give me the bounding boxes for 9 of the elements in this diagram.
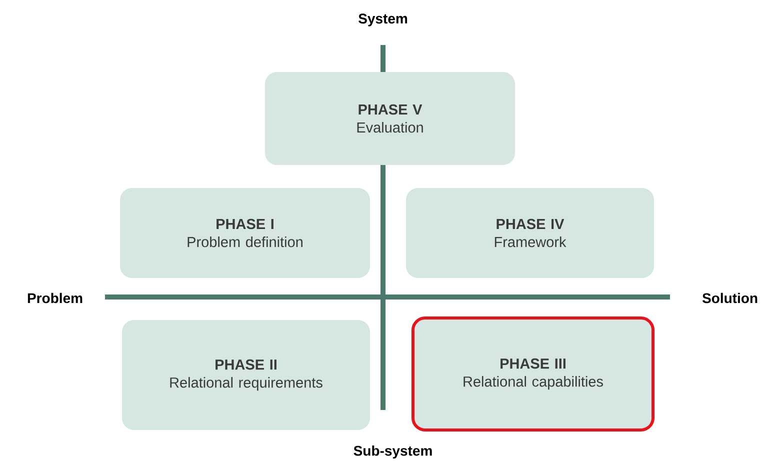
phase-box: PHASE III Relational capabilities: [412, 316, 654, 432]
phase-box: PHASE I Problem definition: [120, 188, 370, 278]
axis-label: Solution: [702, 292, 758, 304]
phase-box: PHASE II Relational requirements: [122, 320, 370, 430]
phase-box: PHASE V Evaluation: [265, 72, 515, 165]
axis-label: System: [358, 14, 408, 26]
axis-label: Problem: [28, 292, 82, 304]
axis-label: Sub-system: [354, 445, 432, 459]
phase-box: PHASE IV Framework: [406, 188, 654, 278]
